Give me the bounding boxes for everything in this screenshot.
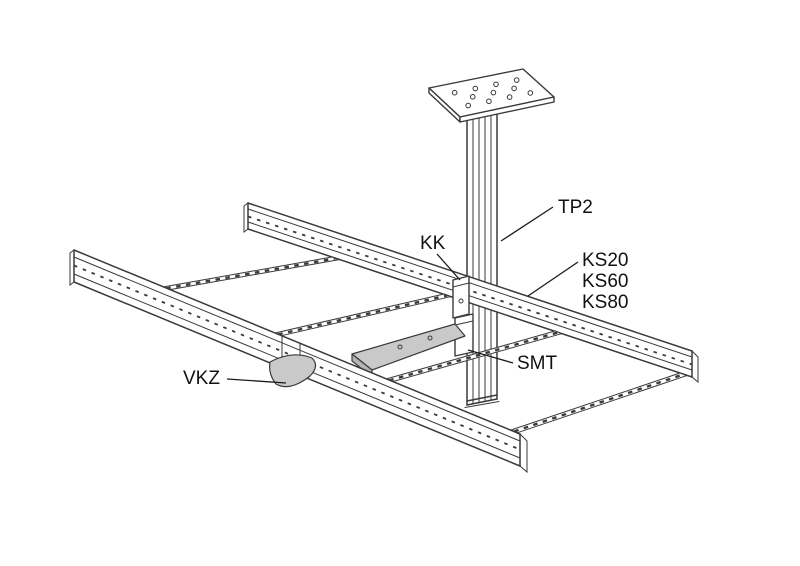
leader-smt [467,349,514,364]
leader-kk [436,253,461,281]
rung-2 [274,293,451,337]
side-rail-far [243,202,699,384]
leader-tp2 [500,206,554,242]
kk-clamp [452,275,470,319]
label-kk: KK [420,233,446,254]
labels: TP2 KK KS20 KS60 KS80 SMT VKZ [183,197,628,389]
label-smt: SMT [517,353,558,374]
smt-bracket [351,313,474,378]
ladder-rungs [162,256,687,434]
leader-ks [527,261,579,297]
pendant-post [464,98,500,408]
label-ks20: KS20 [582,250,628,271]
label-ks80: KS80 [582,292,628,313]
plate-front-face [459,96,555,123]
label-vkz: VKZ [183,368,220,389]
label-tp2: TP2 [558,197,593,218]
leader-vkz [226,378,287,384]
plate-holes [451,77,534,109]
vkz-bracket [269,354,317,388]
rung-3 [385,330,562,383]
label-ks60: KS60 [582,271,628,292]
leader-lines [226,206,579,384]
rung-1 [162,256,339,291]
rung-4 [510,372,687,434]
ceiling-plate [428,68,555,123]
